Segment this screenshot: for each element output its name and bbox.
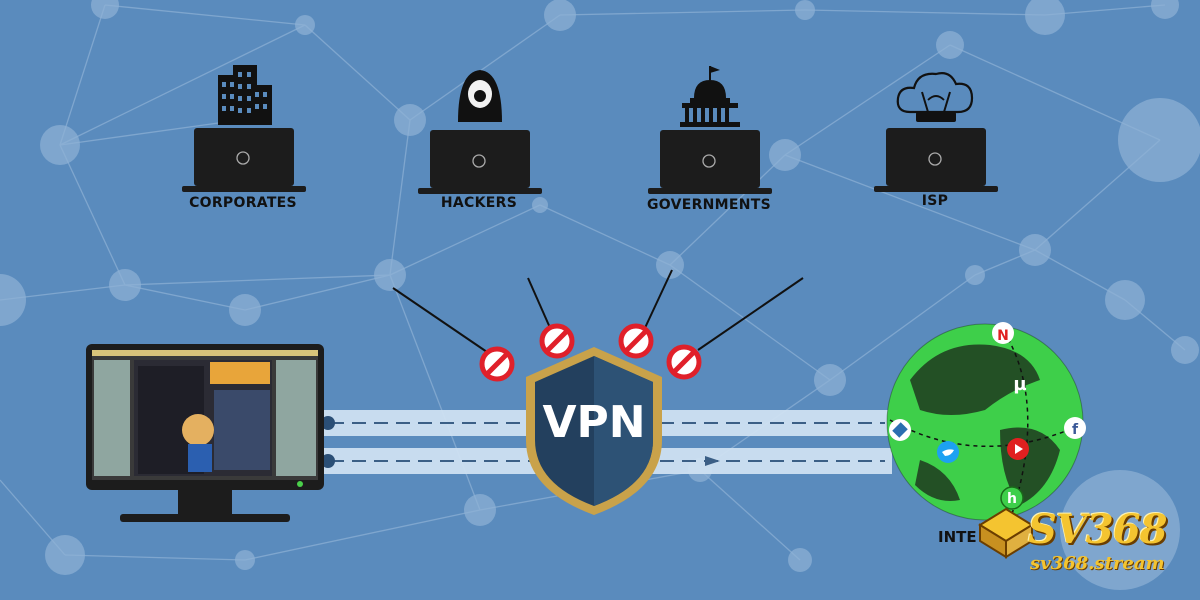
cloud-router-icon (896, 72, 974, 122)
laptop-icon (182, 128, 306, 192)
shield-icon (526, 347, 662, 515)
vpn-label: VPN (542, 397, 645, 448)
brand-url: sv368.stream (1030, 553, 1165, 574)
block-icon (539, 323, 575, 359)
facebook-icon: f (1072, 422, 1079, 438)
laptop-icon (648, 130, 772, 194)
laptop-icon (874, 128, 998, 192)
netflix-icon: N (997, 328, 1009, 344)
youtube-icon (1015, 444, 1023, 454)
brand-logo-icon (978, 507, 1034, 559)
threat-governments (648, 66, 772, 194)
attack-lines (392, 269, 804, 353)
block-icon (479, 346, 515, 382)
internet-label: INTE (938, 528, 977, 546)
twitter-icon (942, 449, 954, 456)
globe-internet (886, 323, 1084, 521)
globe-services (889, 322, 1086, 510)
government-building-icon (680, 66, 740, 127)
threat-corporates (182, 65, 306, 192)
label-hackers: HACKERS (440, 195, 518, 211)
utorrent-icon: µ (1013, 374, 1026, 395)
computer-monitor (86, 344, 324, 522)
brand-name: SV368 (1028, 506, 1167, 553)
kodi-icon (892, 422, 908, 438)
label-corporates: CORPORATES (189, 195, 297, 211)
block-icon (666, 344, 702, 380)
label-governments: GOVERNMENTS (646, 197, 772, 213)
laptop-icon (418, 130, 542, 194)
threat-isp (874, 72, 998, 192)
block-icon (618, 323, 654, 359)
label-isp: ISP (921, 193, 949, 209)
building-icon (218, 65, 272, 125)
hacker-icon (458, 70, 502, 122)
threat-hackers (418, 70, 542, 194)
hulu-icon: h (1007, 491, 1017, 507)
